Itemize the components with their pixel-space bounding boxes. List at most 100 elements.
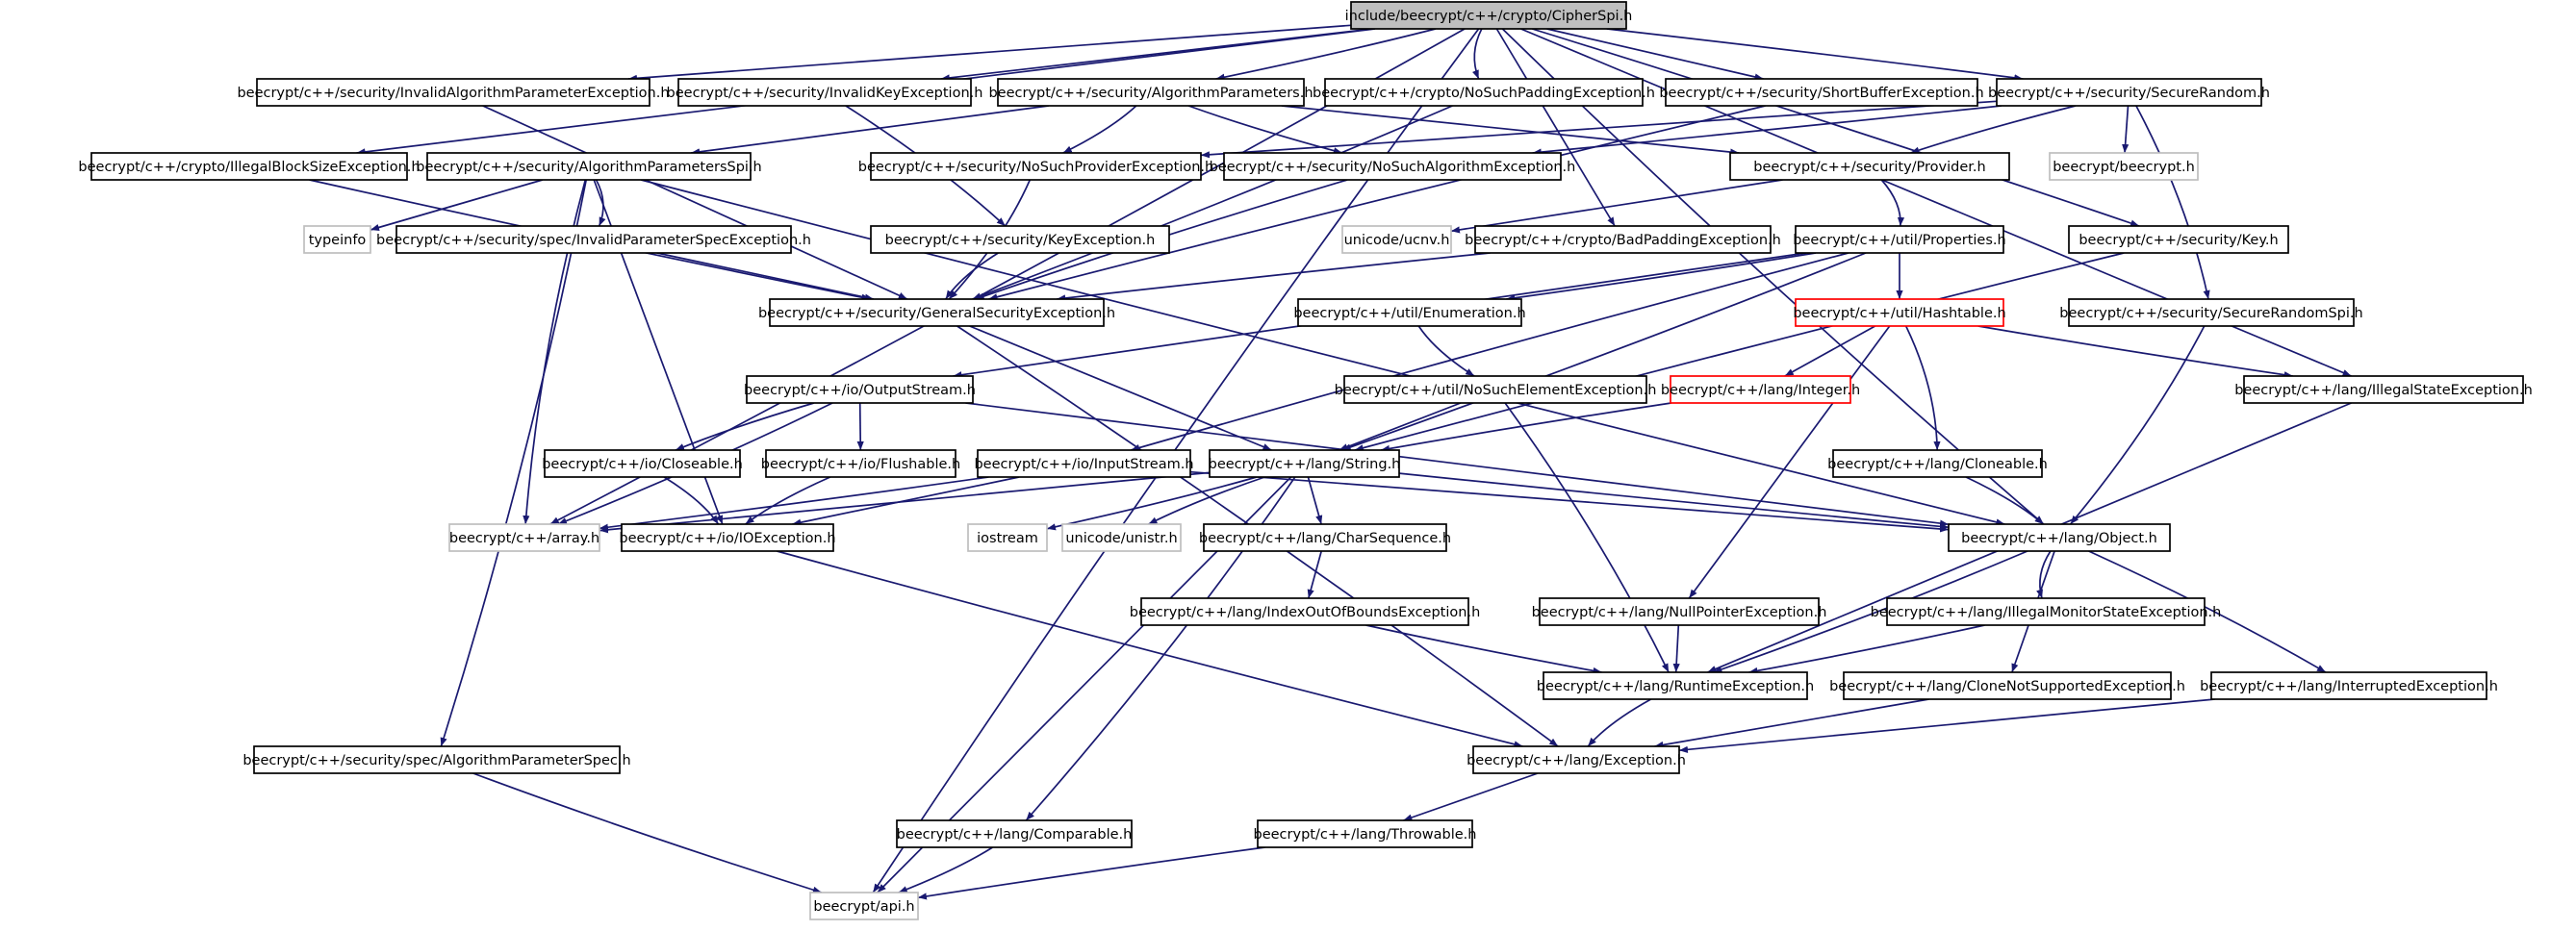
node-box	[253, 745, 621, 774]
node-closeable[interactable]: beecrypt/c++/io/Closeable.h	[542, 449, 743, 478]
node-label: beecrypt/c++/security/InvalidAlgorithmPa…	[237, 86, 669, 101]
node-label: beecrypt/c++/util/Hashtable.h	[1793, 306, 2005, 321]
node-inStream[interactable]: beecrypt/c++/io/InputStream.h	[974, 449, 1194, 478]
node-integer[interactable]: beecrypt/c++/lang/Integer.h	[1661, 375, 1860, 404]
node-enumeration[interactable]: beecrypt/c++/util/Enumeration.h	[1293, 298, 1526, 327]
node-box	[967, 523, 1048, 552]
edge-shortBufEx-to-genSecEx	[988, 105, 1766, 301]
edge-provider-to-ucnv	[1450, 179, 1783, 234]
node-box	[1350, 1, 1627, 30]
node-outStream[interactable]: beecrypt/c++/io/OutputStream.h	[744, 375, 976, 404]
edge-enumeration-to-noSuchElemEx	[1417, 325, 1475, 377]
node-box	[2068, 225, 2289, 254]
edge-object-to-interruptedEx	[2088, 550, 2327, 673]
node-algParSpec[interactable]: beecrypt/c++/security/spec/AlgorithmPara…	[242, 745, 631, 774]
node-illStateEx[interactable]: beecrypt/c++/lang/IllegalStateException.…	[2234, 375, 2533, 404]
node-throwable[interactable]: beecrypt/c++/lang/Throwable.h	[1254, 819, 1477, 848]
node-box	[1886, 597, 2206, 626]
node-noSuchElemEx[interactable]: beecrypt/c++/util/NoSuchElementException…	[1335, 375, 1657, 404]
node-box	[1996, 78, 2262, 107]
node-secRandom[interactable]: beecrypt/c++/security/SecureRandom.h	[1988, 78, 2270, 107]
node-box	[765, 449, 956, 478]
node-label: beecrypt/c++/array.h	[449, 531, 599, 546]
node-label: beecrypt/c++/security/SecureRandomSpi.h	[2059, 306, 2362, 321]
node-key[interactable]: beecrypt/c++/security/Key.h	[2068, 225, 2289, 254]
node-label: beecrypt/c++/lang/CloneNotSupportedExcep…	[1829, 679, 2185, 694]
edge-noSuchElemEx-to-string	[1339, 402, 1462, 451]
node-flushable[interactable]: beecrypt/c++/io/Flushable.h	[761, 449, 960, 478]
node-label: beecrypt/c++/util/Enumeration.h	[1293, 306, 1525, 321]
node-box	[1257, 819, 1473, 848]
node-label: beecrypt/c++/crypto/BadPaddingException.…	[1465, 233, 1781, 248]
node-label: beecrypt/c++/crypto/NoSuchPaddingExcepti…	[1313, 86, 1655, 101]
node-cloneNSEx[interactable]: beecrypt/c++/lang/CloneNotSupportedExcep…	[1829, 671, 2185, 700]
node-runtimeEx[interactable]: beecrypt/c++/lang/RuntimeException.h	[1537, 671, 1814, 700]
node-invKeyEx[interactable]: beecrypt/c++/security/InvalidKeyExceptio…	[667, 78, 983, 107]
node-idxOOBEx[interactable]: beecrypt/c++/lang/IndexOutOfBoundsExcept…	[1130, 597, 1481, 626]
node-badPadEx[interactable]: beecrypt/c++/crypto/BadPaddingException.…	[1465, 225, 1781, 254]
node-label: beecrypt/c++/security/AlgorithmParameter…	[988, 86, 1313, 101]
node-interruptedEx[interactable]: beecrypt/c++/lang/InterruptedException.h	[2200, 671, 2498, 700]
node-box	[997, 78, 1305, 107]
node-genSecEx[interactable]: beecrypt/c++/security/GeneralSecurityExc…	[758, 298, 1115, 327]
node-cloneable[interactable]: beecrypt/c++/lang/Cloneable.h	[1827, 449, 2048, 478]
node-label: beecrypt/c++/io/InputStream.h	[974, 457, 1193, 472]
node-label: beecrypt/c++/lang/CharSequence.h	[1199, 531, 1451, 546]
node-box	[1729, 152, 2010, 181]
edge-algParamsSpi-to-typeinfo	[370, 179, 544, 231]
node-comparable[interactable]: beecrypt/c++/lang/Comparable.h	[896, 819, 1133, 848]
edge-flushable-to-ioEx	[745, 476, 831, 525]
node-invAlgParEx[interactable]: beecrypt/c++/security/InvalidAlgorithmPa…	[237, 78, 670, 107]
node-properties[interactable]: beecrypt/c++/util/Properties.h	[1793, 225, 2006, 254]
node-label: iostream	[977, 531, 1038, 546]
node-noSuchProvEx[interactable]: beecrypt/c++/security/NoSuchProviderExce…	[858, 152, 1213, 181]
node-string[interactable]: beecrypt/c++/lang/String.h	[1209, 449, 1401, 478]
node-label: include/beecrypt/c++/crypto/CipherSpi.h	[1345, 9, 1633, 24]
edge-outStream-to-flushable	[856, 402, 864, 451]
node-provider[interactable]: beecrypt/c++/security/Provider.h	[1729, 152, 2010, 181]
node-algParamsSpi[interactable]: beecrypt/c++/security/AlgorithmParameter…	[416, 152, 762, 181]
edge-secRandom-to-noSuchProvEx	[1200, 100, 1998, 159]
node-algParams[interactable]: beecrypt/c++/security/AlgorithmParameter…	[988, 78, 1314, 107]
node-box	[896, 819, 1133, 848]
node-box	[1472, 745, 1680, 774]
edge-cloneNSEx-to-exception	[1654, 698, 1929, 749]
node-exception[interactable]: beecrypt/c++/lang/Exception.h	[1467, 745, 1686, 774]
node-label: beecrypt/api.h	[813, 899, 914, 915]
node-charSeq[interactable]: beecrypt/c++/lang/CharSequence.h	[1199, 523, 1451, 552]
edge-object-to-runtimeEx	[1713, 550, 2028, 673]
node-root: include/beecrypt/c++/crypto/CipherSpi.h	[1345, 1, 1633, 30]
node-array: beecrypt/c++/array.h	[448, 523, 600, 552]
node-box	[1203, 523, 1447, 552]
node-label: beecrypt/c++/lang/InterruptedException.h	[2200, 679, 2498, 694]
node-box	[1223, 152, 1562, 181]
nodes-layer: include/beecrypt/c++/crypto/CipherSpi.h b…	[78, 1, 2533, 920]
node-nullPtrEx[interactable]: beecrypt/c++/lang/NullPointerException.h	[1532, 597, 1827, 626]
node-illMonEx[interactable]: beecrypt/c++/lang/IllegalMonitorStateExc…	[1871, 597, 2222, 626]
node-label: beecrypt/c++/lang/Cloneable.h	[1827, 457, 2048, 472]
node-illBlockEx[interactable]: beecrypt/c++/crypto/IllegalBlockSizeExce…	[78, 152, 421, 181]
edge-noSuchPadEx-to-genSecEx	[972, 105, 1453, 300]
node-shortBufEx[interactable]: beecrypt/c++/security/ShortBufferExcepti…	[1659, 78, 1984, 107]
edge-genSecEx-to-string	[969, 325, 1272, 451]
node-secRandomSpi[interactable]: beecrypt/c++/security/SecureRandomSpi.h	[2059, 298, 2363, 327]
node-beecryptH: beecrypt/beecrypt.h	[2049, 152, 2199, 181]
node-label: typeinfo	[309, 233, 367, 248]
node-box	[2210, 671, 2487, 700]
edge-string-to-charSeq	[1307, 476, 1323, 525]
node-object[interactable]: beecrypt/c++/lang/Object.h	[1948, 523, 2171, 552]
node-label: beecrypt/c++/security/spec/AlgorithmPara…	[242, 753, 630, 768]
edge-inStream-to-array	[599, 476, 989, 531]
node-box	[426, 152, 752, 181]
node-label: beecrypt/c++/util/Properties.h	[1793, 233, 2005, 248]
node-noSuchAlgEx[interactable]: beecrypt/c++/security/NoSuchAlgorithmExc…	[1210, 152, 1576, 181]
node-keyEx[interactable]: beecrypt/c++/security/KeyException.h	[870, 225, 1170, 254]
node-noSuchPadEx[interactable]: beecrypt/c++/crypto/NoSuchPaddingExcepti…	[1313, 78, 1655, 107]
node-invParSpecEx[interactable]: beecrypt/c++/security/spec/InvalidParame…	[376, 225, 811, 254]
node-box	[256, 78, 650, 107]
node-hashtable[interactable]: beecrypt/c++/util/Hashtable.h	[1793, 298, 2006, 327]
edge-cloneable-to-object	[1965, 476, 2045, 525]
node-ioEx[interactable]: beecrypt/c++/io/IOException.h	[619, 523, 836, 552]
node-label: beecrypt/c++/security/NoSuchProviderExce…	[858, 160, 1213, 175]
